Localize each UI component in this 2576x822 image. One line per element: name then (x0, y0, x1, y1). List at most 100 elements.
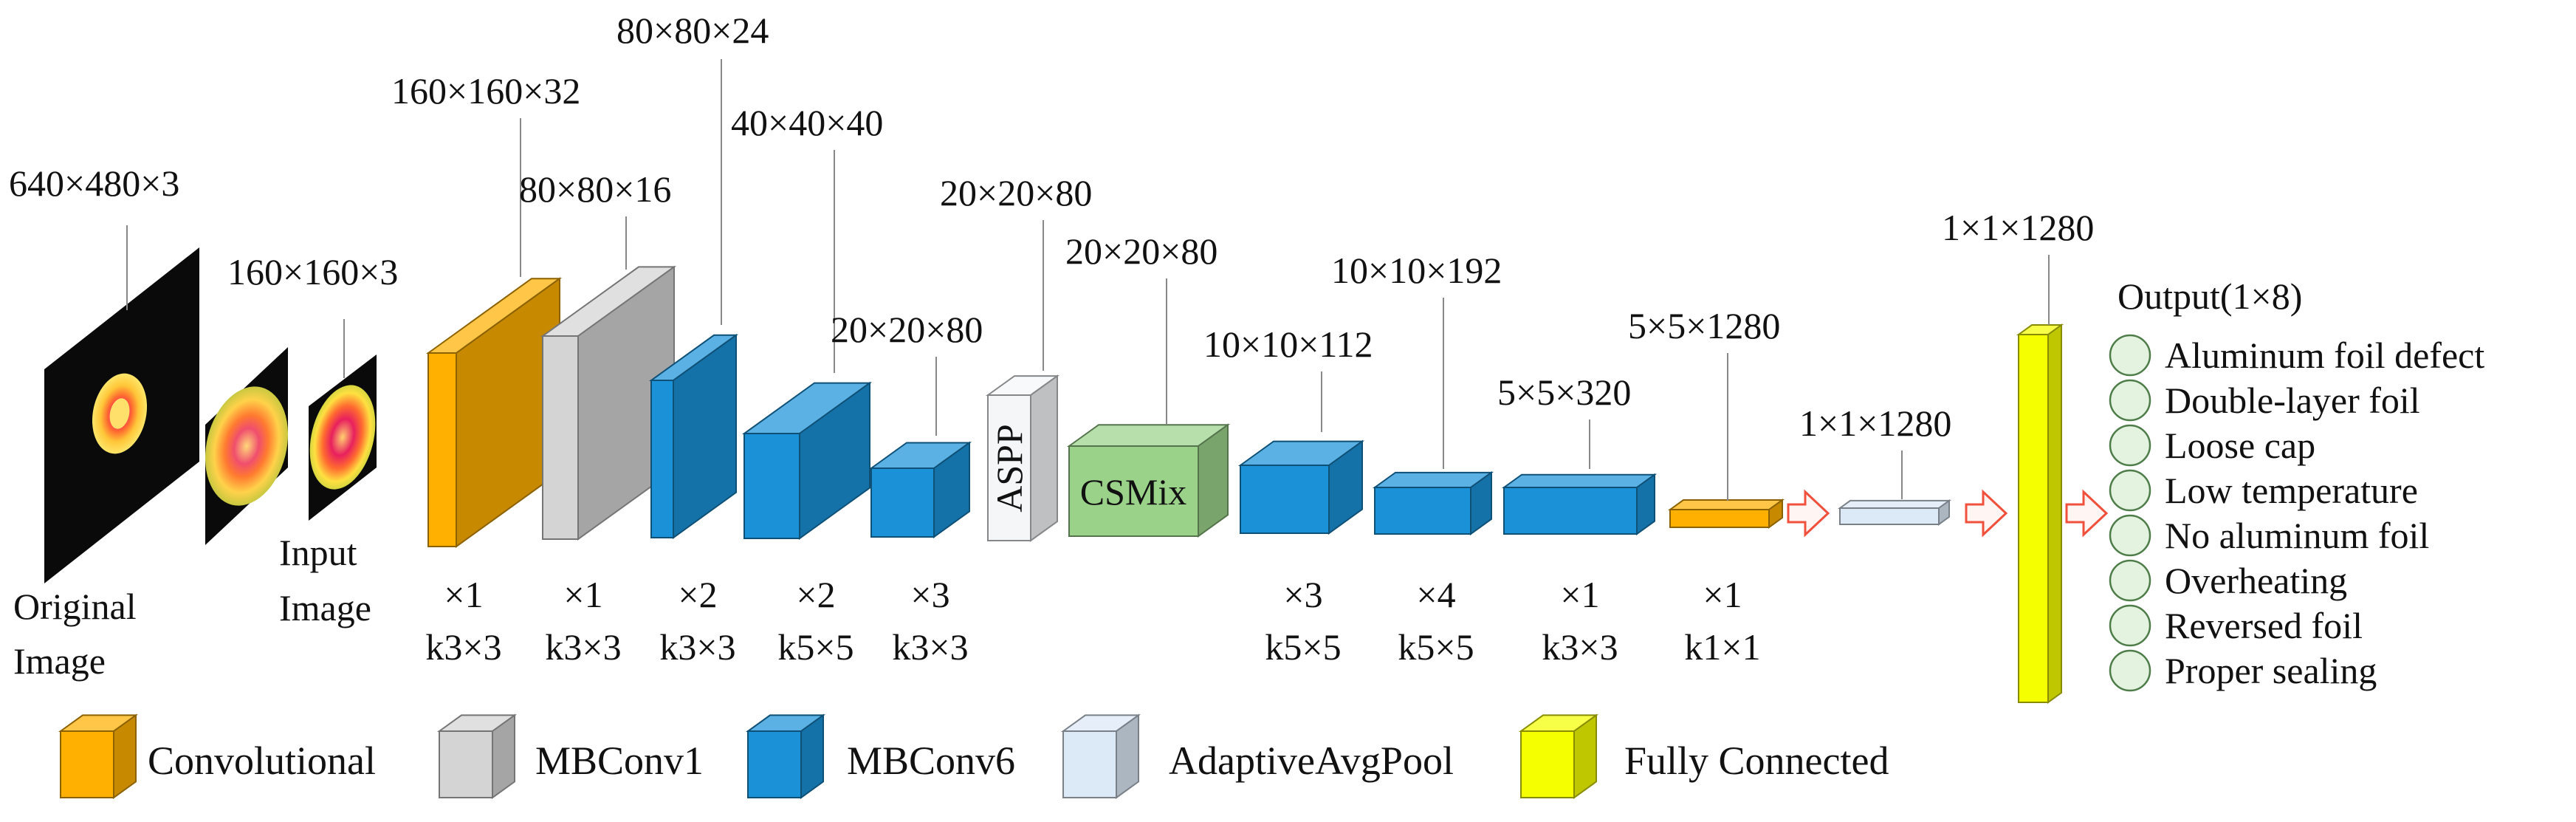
block-conv (425, 277, 563, 548)
input-image-dims: 160×160×3 (227, 251, 398, 292)
block-conv-dims: 160×160×32 (391, 70, 580, 112)
legend-swatch-mbconv1-front-face (439, 730, 493, 798)
block-conv-kernel: k3×3 (425, 626, 501, 668)
block-conv2-top-face (1667, 499, 1785, 510)
output-class-label: Low temperature (2165, 470, 2418, 511)
block-mb6c-kernel: k3×3 (892, 626, 968, 668)
output-class-label: Loose cap (2165, 425, 2315, 466)
original-image-ring-core (109, 398, 130, 429)
legend-label-convolutional: Convolutional (148, 739, 376, 783)
legend-swatch-convolutional (58, 713, 139, 799)
block-mb1 (540, 265, 677, 541)
block-mb6f (1501, 473, 1658, 535)
block-mb6f-top-face (1501, 473, 1658, 488)
flow-arrows (1787, 489, 2109, 538)
block-mb6b-kernel: k5×5 (777, 626, 853, 668)
output-class-label: No aluminum foil (2165, 515, 2429, 556)
output-class-label: Reversed foil (2165, 605, 2363, 646)
block-mb6b (741, 381, 873, 540)
block-conv2 (1667, 499, 1785, 529)
output-node (2109, 424, 2151, 467)
block-mb6c-dims: 20×20×80 (831, 309, 983, 350)
legend-swatch-mbconv6-front-face (747, 730, 802, 798)
legend-swatch-mbconv1 (436, 713, 518, 799)
output-node (2109, 379, 2151, 422)
original-image-label-line2: Image (13, 640, 106, 682)
output-node (2109, 334, 2151, 377)
block-mb6d-repeat: ×3 (1283, 574, 1322, 615)
block-conv2-repeat: ×1 (1703, 574, 1742, 615)
block-csmix-front-face (1068, 445, 1199, 537)
block-conv2-kernel: k1×1 (1684, 626, 1760, 668)
block-mb6d-kernel: k5×5 (1265, 626, 1341, 668)
arrow-to-fc (1965, 489, 2008, 538)
output-class-label: Overheating (2165, 560, 2347, 601)
block-mb6a-repeat: ×2 (678, 574, 717, 615)
aspp-label: ASPP (989, 424, 1030, 513)
legend-swatch-convolutional-front-face (60, 730, 114, 798)
output-class-label: Aluminum foil defect (2165, 335, 2484, 376)
block-conv-front-face (427, 352, 457, 547)
block-aspp-front-face (987, 394, 1031, 541)
block-mb6f-dims: 5×5×320 (1497, 371, 1631, 413)
block-mb1-dims: 80×80×16 (519, 168, 671, 210)
input-image-label-line1: Input (279, 532, 357, 573)
block-aspp (985, 374, 1060, 542)
block-mb6b-repeat: ×2 (796, 574, 835, 615)
block-mb6a-dims: 80×80×24 (616, 10, 769, 51)
output-title: Output(1×8) (2118, 275, 2302, 317)
original-image-dims: 640×480×3 (9, 162, 179, 204)
arrow-to-output (2065, 489, 2109, 538)
block-mb6f-front-face (1503, 487, 1638, 535)
block-mb6e-dims: 10×10×192 (1331, 250, 1502, 291)
block-mb6d-front-face (1240, 465, 1330, 534)
legend-label-mbconv1: MBConv1 (535, 739, 704, 783)
legend-label-mbconv6: MBConv6 (847, 739, 1015, 783)
block-mb6e-repeat: ×4 (1416, 574, 1455, 615)
output-node (2109, 469, 2151, 512)
block-fc-dims: 1×1×1280 (1942, 207, 2094, 248)
legend-swatch-fully_connected (1518, 713, 1599, 799)
block-mb6e (1372, 470, 1494, 535)
block-mb6d-dims: 10×10×112 (1203, 323, 1373, 365)
block-mb6f-kernel: k3×3 (1542, 626, 1618, 668)
block-mb1-kernel: k3×3 (545, 626, 621, 668)
legend-swatch-mbconv6 (745, 713, 826, 799)
output-node (2109, 559, 2151, 602)
block-mb6a-front-face (650, 380, 674, 538)
block-pool (1837, 499, 1952, 526)
block-mb6e-front-face (1374, 487, 1471, 535)
block-mb1-repeat: ×1 (563, 574, 602, 615)
output-node (2109, 514, 2151, 557)
block-csmix-dims: 20×20×80 (1065, 230, 1217, 272)
output-class-label: Double-layer foil (2165, 380, 2420, 421)
block-aspp-dims: 20×20×80 (940, 172, 1092, 213)
block-mb6c (868, 441, 972, 538)
block-conv2-dims: 5×5×1280 (1628, 305, 1780, 346)
legend-swatch-adaptive_avg_pool (1060, 713, 1141, 799)
block-mb6c-front-face (870, 467, 935, 538)
block-mb6a (648, 333, 739, 539)
block-fc-front-face (2018, 334, 2049, 703)
output-node (2109, 604, 2151, 647)
csmix-label: CSMix (1080, 471, 1187, 513)
block-fc-side-face (2047, 323, 2062, 704)
arrow-to-pool (1787, 489, 1830, 538)
block-mb6c-repeat: ×3 (910, 574, 949, 615)
block-mb6a-kernel: k3×3 (659, 626, 735, 668)
block-mb6b-front-face (743, 433, 800, 539)
block-mb6b-dims: 40×40×40 (731, 102, 883, 143)
block-pool-front-face (1839, 507, 1940, 525)
resized-image-ring (205, 386, 289, 506)
block-aspp-side-face (1030, 374, 1058, 542)
original-image-label-line1: Original (13, 586, 137, 627)
block-pool-dims: 1×1×1280 (1799, 403, 1951, 444)
input-image-label-line2: Image (279, 587, 371, 629)
block-conv-repeat: ×1 (444, 574, 483, 615)
network-blocks: 160×160×32 ×1 k3×3 80×80×16 ×1 k3×3 80×80×24 ×2… (391, 10, 2094, 704)
block-csmix (1066, 423, 1231, 538)
output-node (2109, 649, 2151, 692)
